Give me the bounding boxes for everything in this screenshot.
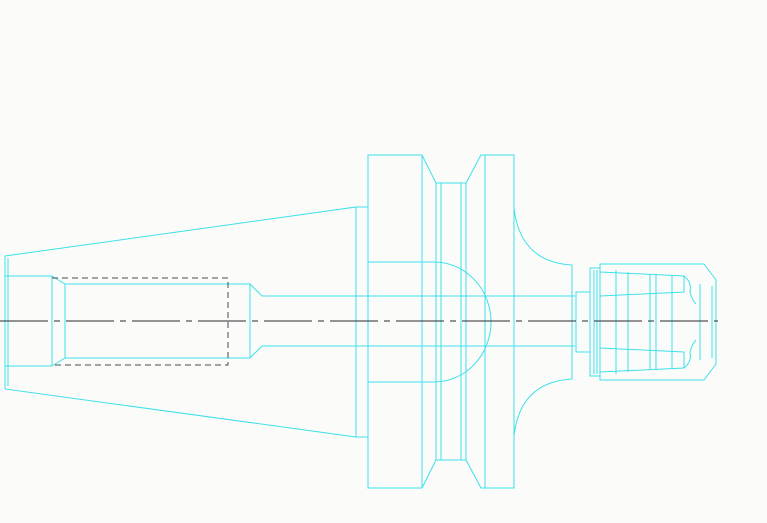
flange-right-ring	[465, 154, 515, 489]
taper-shank	[4, 206, 357, 438]
nut-groove-top	[683, 275, 697, 305]
hidden-bore	[52, 277, 229, 366]
drive-slot	[368, 261, 492, 383]
collet-taper-bottom	[599, 347, 685, 373]
through-bore	[262, 295, 575, 347]
collet-nut	[599, 263, 717, 381]
flange-face	[355, 206, 369, 438]
neck-fillet-bottom	[513, 352, 573, 437]
neck-fillet-top	[513, 207, 573, 290]
collet-body	[589, 267, 601, 377]
pull-stud-end	[5, 275, 263, 367]
hidden-bore-outline	[52, 277, 229, 366]
nose-step	[575, 291, 591, 353]
pull-stud-outline	[5, 275, 53, 367]
collet-nose	[575, 263, 717, 381]
nut-groove-bottom	[683, 339, 697, 369]
taper-outline	[4, 206, 357, 438]
collet-taper-top	[599, 271, 685, 297]
pull-stud-chamfer	[51, 275, 263, 367]
neck	[513, 207, 573, 437]
